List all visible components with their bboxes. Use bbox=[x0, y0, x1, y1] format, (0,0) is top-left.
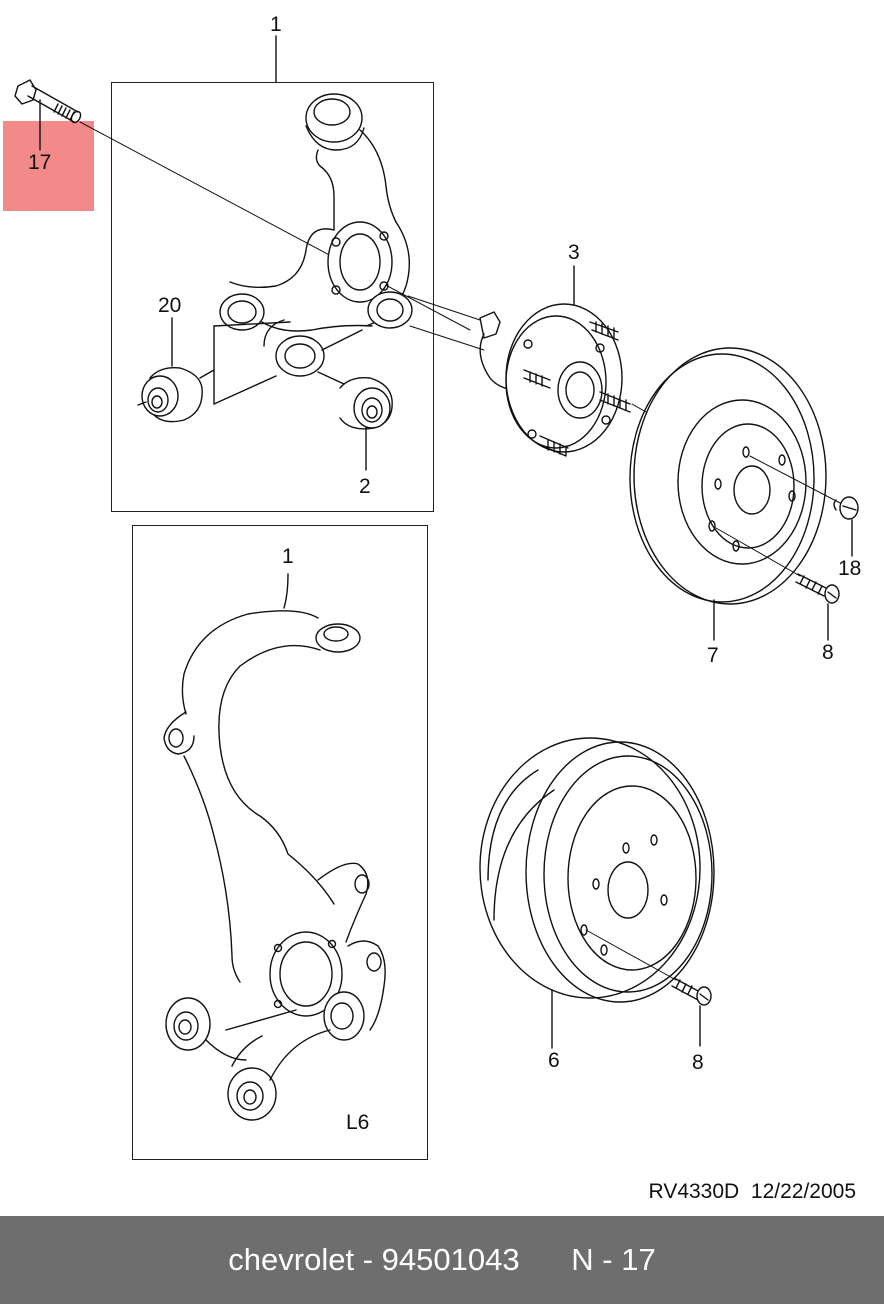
screw-8-drum-icon bbox=[671, 977, 712, 1006]
callout-8-disc: 8 bbox=[822, 641, 834, 664]
bolt-17-icon bbox=[14, 79, 82, 124]
footer-ref-prefix: N - bbox=[571, 1242, 622, 1277]
screw-8-disc-icon bbox=[795, 573, 840, 604]
callout-2: 2 bbox=[359, 475, 371, 498]
variant-label: L6 bbox=[346, 1111, 370, 1134]
callout-17: 17 bbox=[28, 151, 52, 174]
bushing-20-icon bbox=[137, 367, 215, 423]
footer-separator: - bbox=[354, 1242, 382, 1277]
callout-8-drum: 8 bbox=[692, 1051, 704, 1074]
exploded-parts-drawing bbox=[14, 35, 859, 1121]
wheel-hub-bearing-icon bbox=[479, 303, 661, 457]
steering-knuckle-upper-icon bbox=[213, 93, 413, 405]
callout-1-bottom: 1 bbox=[282, 545, 294, 568]
callout-1-top: 1 bbox=[270, 13, 282, 36]
callout-3: 3 bbox=[568, 241, 580, 264]
footer-ref-number: 17 bbox=[621, 1242, 656, 1277]
callout-18: 18 bbox=[838, 557, 862, 580]
axis-line-bolt bbox=[79, 121, 471, 331]
brake-drum-icon bbox=[479, 737, 715, 1003]
lower-detail-frame bbox=[132, 525, 428, 1160]
callout-20: 20 bbox=[158, 294, 182, 317]
highlighted-callout-box bbox=[3, 121, 94, 211]
brake-disc-icon bbox=[629, 347, 827, 605]
callout-7: 7 bbox=[707, 644, 719, 667]
steering-knuckle-lower-icon bbox=[163, 610, 386, 1121]
bushing-2-icon bbox=[317, 371, 393, 430]
drawing-reference: RV4330D 12/22/2005 bbox=[649, 1180, 856, 1204]
footer-bar: chevrolet - 94501043 N - 17 bbox=[0, 1216, 884, 1304]
drawing-date: 12/22/2005 bbox=[750, 1180, 856, 1203]
leader-1-bottom bbox=[283, 573, 289, 609]
upper-detail-frame bbox=[111, 82, 434, 512]
callout-6: 6 bbox=[548, 1049, 560, 1072]
drawing-code: RV4330D bbox=[648, 1180, 740, 1203]
screw-18-icon bbox=[833, 496, 859, 520]
footer-part-number: 94501043 bbox=[381, 1242, 520, 1277]
footer-brand: chevrolet bbox=[228, 1242, 355, 1277]
